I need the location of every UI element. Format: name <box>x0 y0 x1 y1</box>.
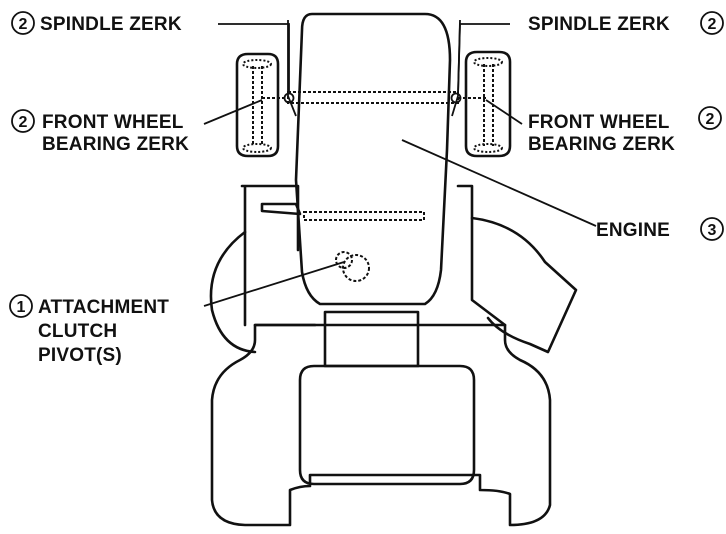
svg-text:ENGINE: ENGINE <box>596 220 670 241</box>
clutch-pivot-small <box>335 251 353 269</box>
left-front-wheel <box>235 52 280 158</box>
svg-text:PIVOT(S): PIVOT(S) <box>38 345 122 366</box>
dash-console <box>323 310 420 368</box>
label-spindle-zerk-right: SPINDLE ZERK 2 <box>528 11 724 35</box>
drive-shaft <box>303 211 425 221</box>
label-attachment-clutch: 1 ATTACHMENT CLUTCH PIVOT(S) <box>9 294 169 366</box>
right-front-wheel <box>464 50 512 158</box>
svg-text:BEARING ZERK: BEARING ZERK <box>42 134 189 155</box>
svg-text:2: 2 <box>19 114 28 131</box>
svg-text:FRONT WHEEL: FRONT WHEEL <box>42 112 184 133</box>
svg-text:1: 1 <box>17 299 26 316</box>
svg-text:FRONT WHEEL: FRONT WHEEL <box>528 112 670 133</box>
label-front-wheel-right: FRONT WHEEL BEARING ZERK 2 <box>528 106 722 155</box>
svg-text:CLUTCH: CLUTCH <box>38 321 117 342</box>
frame <box>240 184 507 327</box>
svg-text:2: 2 <box>19 16 28 33</box>
svg-text:SPINDLE ZERK: SPINDLE ZERK <box>528 14 670 35</box>
rear-body <box>210 323 552 527</box>
clutch-pivot-large <box>342 254 370 282</box>
svg-text:2: 2 <box>708 16 717 33</box>
mower-deck <box>209 216 578 354</box>
svg-text:SPINDLE ZERK: SPINDLE ZERK <box>40 14 182 35</box>
svg-text:ATTACHMENT: ATTACHMENT <box>38 297 169 318</box>
right-spindle-zerk <box>450 92 462 104</box>
seat <box>298 364 476 486</box>
svg-text:3: 3 <box>708 222 717 239</box>
label-engine: ENGINE 3 <box>596 217 724 241</box>
lift-lever <box>260 202 302 216</box>
tractor-outline <box>209 12 578 527</box>
leader-lines <box>203 23 597 307</box>
label-spindle-zerk-left: 2 SPINDLE ZERK <box>11 11 182 35</box>
label-front-wheel-left: 2 FRONT WHEEL BEARING ZERK <box>11 109 189 155</box>
svg-text:BEARING ZERK: BEARING ZERK <box>528 134 675 155</box>
front-axle <box>287 91 459 104</box>
svg-text:2: 2 <box>706 111 715 128</box>
hood <box>294 12 452 306</box>
